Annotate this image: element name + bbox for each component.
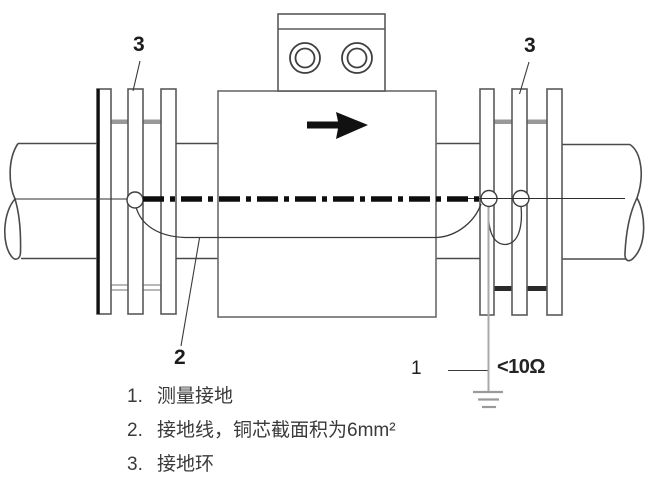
earth-ground-icon: [473, 390, 503, 409]
callout-3-left: 3: [133, 33, 145, 56]
flow-arrow-icon: [307, 112, 368, 139]
legend-text-2: 接地线，铜芯截面积为6mm²: [157, 420, 396, 441]
legend-item-2: 2. 接地线，铜芯截面积为6mm²: [127, 418, 396, 443]
legend-text-1: 测量接地: [157, 386, 234, 407]
leader-3-right: [518, 61, 530, 95]
callout-3-right: 3: [524, 34, 536, 57]
left-grounding-point: [126, 191, 144, 209]
measurement-ground-lead: [473, 205, 503, 409]
legend-num-3: 3.: [127, 454, 143, 475]
cable-gland-right-icon: [341, 42, 373, 74]
cable-gland-left-icon: [289, 42, 321, 74]
callout-1: 1: [411, 358, 422, 379]
leader-2: [180, 237, 201, 347]
right-pipe: [562, 143, 645, 262]
flowmeter-body: [217, 90, 437, 318]
legend-num-2: 2.: [127, 420, 143, 441]
right-pipe-flange: [546, 88, 563, 316]
callout-2: 2: [174, 346, 186, 369]
legend-item-1: 1. 测量接地: [127, 384, 396, 409]
legend-num-1: 1.: [127, 386, 143, 407]
leader-lines: [132, 60, 530, 372]
junction-box: [277, 13, 386, 92]
meter-necks: [176, 142, 480, 260]
leader-3-left: [132, 60, 141, 92]
ground-resistance-label: <10Ω: [497, 356, 545, 378]
pipe-centerline: [15, 196, 625, 202]
legend: 1. 测量接地 2. 接地线，铜芯截面积为6mm² 3. 接地环: [127, 384, 396, 486]
legend-item-3: 3. 接地环: [127, 452, 396, 477]
legend-text-3: 接地环: [157, 454, 215, 475]
left-pipe: [3, 142, 97, 260]
left-flange-set: [96, 88, 177, 315]
